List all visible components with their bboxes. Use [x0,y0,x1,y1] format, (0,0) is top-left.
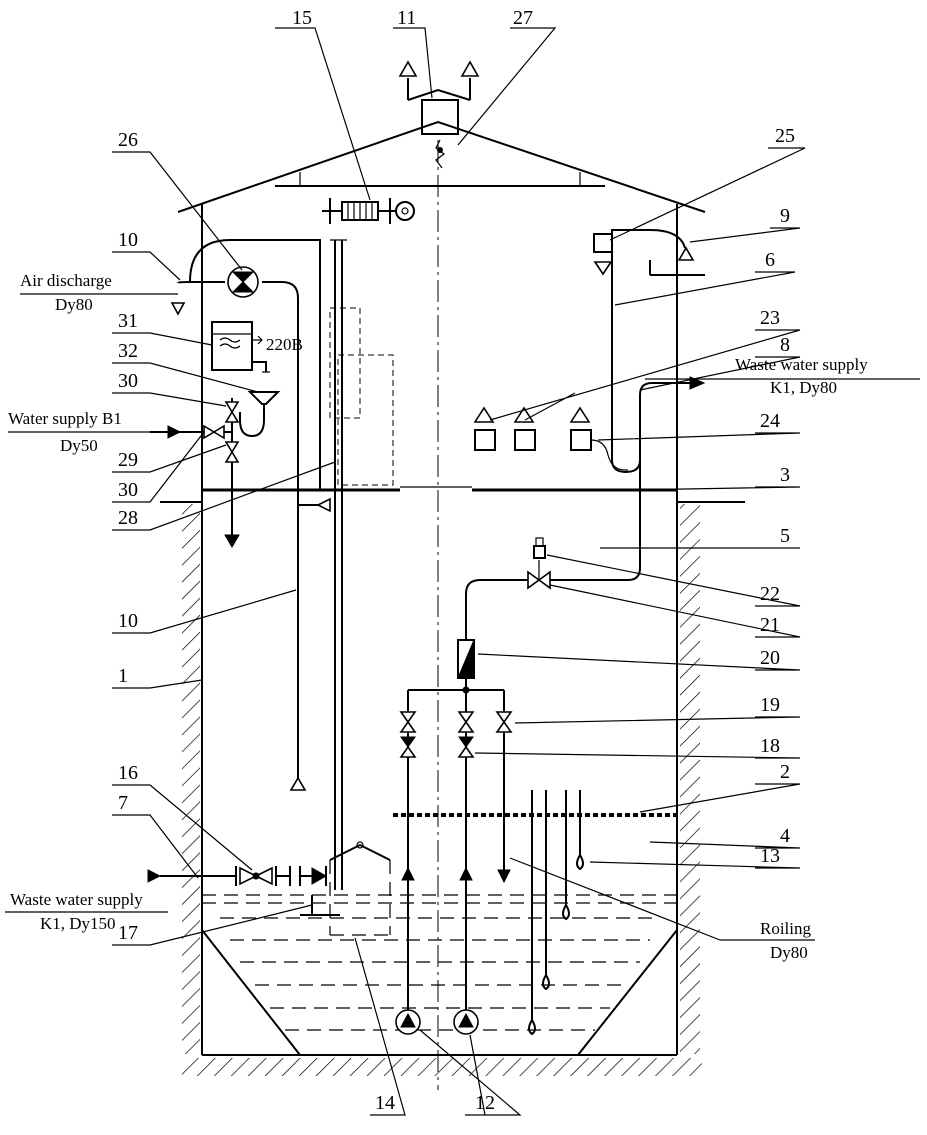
waste-supply-left-dy: K1, Dy150 [40,914,116,933]
callout-23: 23 [760,307,780,329]
callout-14: 14 [375,1092,395,1114]
callout-5: 5 [780,525,790,547]
water-supply-label: Water supply B1 [8,409,122,428]
waste-supply-left-label: Waste water supply [10,890,143,909]
callout-31: 31 [118,310,138,332]
mixer-raised-ghost [329,307,361,419]
roiling-label: Roiling [760,919,812,938]
building-structure [160,120,745,1090]
exhaust-arrow-icon [460,60,480,77]
sensor-24 [569,406,628,471]
gas-detector-25 [593,233,613,276]
callout-16: 16 [118,762,138,784]
air-duct-6 [611,235,706,474]
hopper-bottom [201,929,678,1056]
callout-8: 8 [780,334,790,356]
callout-21: 21 [760,614,780,636]
exhaust-arrow-icon [398,60,418,77]
callout-30-lower: 30 [118,479,138,501]
callout-25: 25 [775,125,795,147]
manifold [401,678,511,1022]
callout-9: 9 [780,205,790,227]
valve-30-lower[interactable] [224,441,240,463]
callout-10-upper: 10 [118,229,138,251]
heater-voltage: 220B [266,335,303,354]
callout-28: 28 [118,507,138,529]
callout-19: 19 [760,694,780,716]
callout-27: 27 [513,7,533,29]
right-soil-hatching [680,504,700,1054]
callout-13: 13 [760,845,780,867]
pressure-pipe [465,395,641,640]
guide-rails [329,239,394,890]
callout-10-lower: 10 [118,610,138,632]
callout-1: 1 [118,665,128,687]
ventilation-outlet-9 [611,228,705,276]
callout-29: 29 [118,449,138,471]
callout-32: 32 [118,340,138,362]
actuator-22 [533,537,546,559]
callout-20: 20 [760,647,780,669]
callout-15: 15 [292,7,312,29]
hoist[interactable] [322,198,415,224]
inlet-pipe [147,866,340,916]
left-soil-hatching [182,504,200,1054]
flow-labels: Air discharge Dy80 Water supply B1 Dy50 … [8,271,868,962]
callout-4: 4 [780,825,790,847]
air-discharge-label: Air discharge [20,271,112,290]
roof [177,120,706,213]
check-valve-20[interactable] [457,639,475,679]
water-supply-dy: Dy50 [60,436,98,455]
check-valves-18[interactable] [399,736,475,758]
valve-29[interactable] [203,424,225,440]
gate-valve-16[interactable] [239,866,273,886]
exhaust-deflector [398,60,480,135]
waste-supply-top-dy: K1, Dy80 [770,378,837,397]
callout-30-upper: 30 [118,370,138,392]
callout-18: 18 [760,735,780,757]
callout-3: 3 [780,464,790,486]
callout-24: 24 [760,410,780,432]
valve-21[interactable] [527,560,551,590]
callout-7: 7 [118,792,128,814]
valve-30-upper[interactable] [224,401,240,423]
valves-19[interactable] [399,711,513,733]
callout-11: 11 [397,7,416,29]
callout-numbers: 15 11 27 25 26 9 10 6 23 31 8 32 30 24 2… [118,7,795,1114]
callout-6: 6 [765,249,775,271]
callout-22: 22 [760,583,780,605]
sensor-23-b [513,406,536,451]
callout-2: 2 [780,761,790,783]
submersible-unit-14 [329,841,391,936]
callout-12: 12 [475,1092,495,1114]
float-switches [528,790,584,1036]
leader-lines [112,27,806,1116]
air-outlet-icon [170,302,186,316]
air-discharge-dy: Dy80 [55,295,93,314]
waste-supply-top-label: Waste water supply [735,355,868,374]
damper-27 [435,139,445,169]
water-body [202,894,677,1031]
pump-12-a[interactable] [395,1009,421,1035]
sensor-23-a [473,406,496,451]
roiling-dy: Dy80 [770,943,808,962]
bottom-soil-hatching [182,1058,702,1076]
fan-26[interactable] [227,266,259,298]
callout-17: 17 [118,922,138,944]
ventilation-duct [177,239,331,791]
pump-12-b[interactable] [453,1009,479,1035]
water-heater-31: 220B [211,321,303,373]
sink-32 [239,391,281,438]
floor-slab [202,486,677,492]
callout-26: 26 [118,129,138,151]
